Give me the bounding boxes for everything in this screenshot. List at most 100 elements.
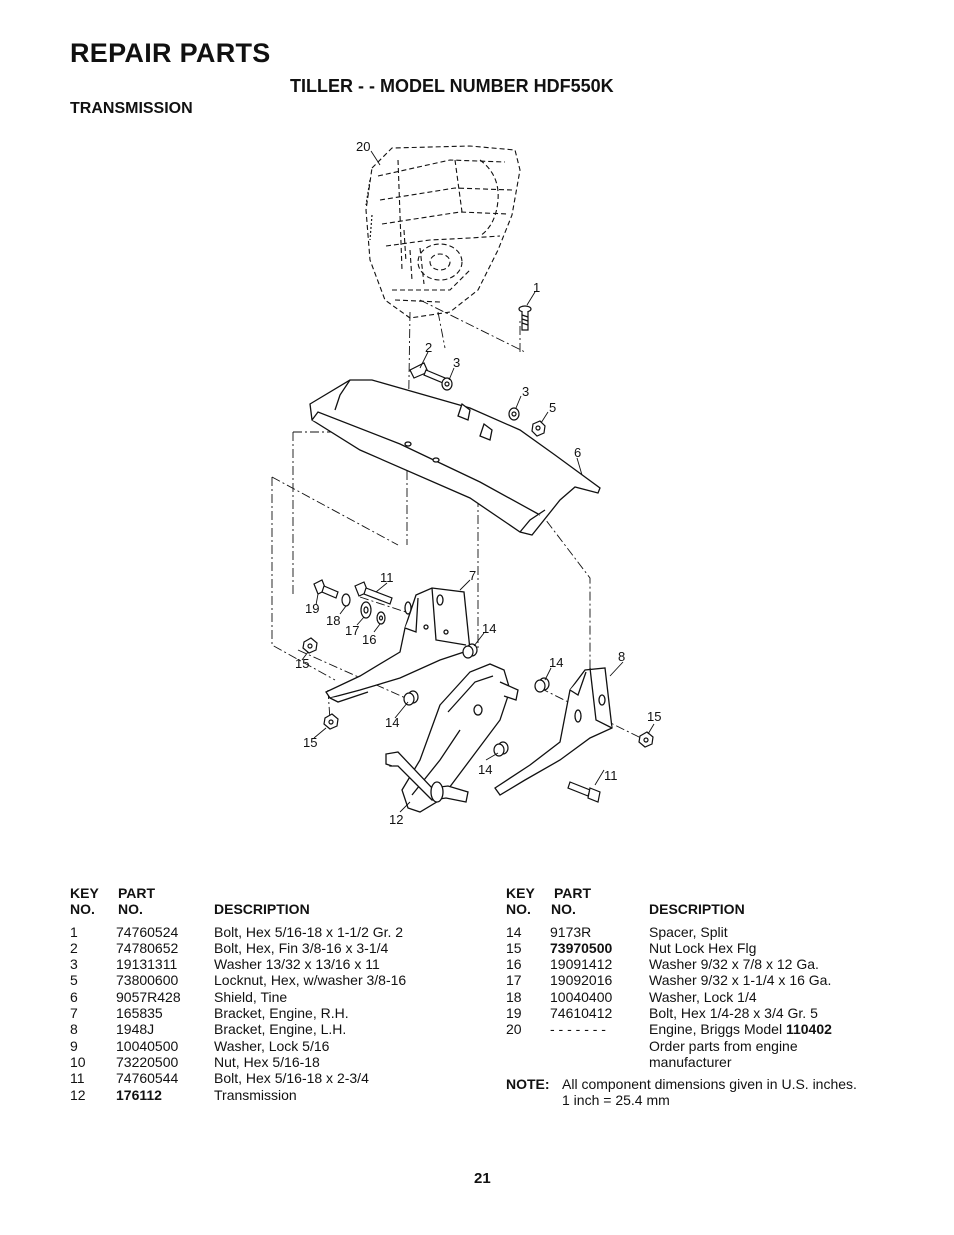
- callout-7: 7: [469, 568, 476, 583]
- bolt-11b: [567, 781, 601, 803]
- part-key: 10: [70, 1053, 86, 1070]
- header-part: PART: [554, 885, 592, 901]
- part-description: Shield, Tine: [214, 988, 288, 1005]
- bolt-19: [313, 579, 339, 599]
- part-description: Washer, Lock 1/4: [649, 988, 757, 1005]
- table-header-row-2: NO. NO. DESCRIPTION: [506, 901, 906, 917]
- callout-14b: 14: [549, 655, 563, 670]
- washer-3b: [508, 407, 520, 421]
- part-key: 17: [506, 972, 522, 989]
- part-key: 16: [506, 956, 522, 973]
- nut-15b: [323, 713, 339, 730]
- bolt-1: [518, 305, 532, 331]
- note-line-2: 1 inch = 25.4 mm: [562, 1092, 670, 1108]
- model-subtitle: TILLER - - MODEL NUMBER HDF550K: [290, 76, 614, 96]
- nut-15a: [302, 637, 318, 654]
- header-key: KEY: [506, 885, 535, 901]
- locknut-5: [531, 420, 546, 437]
- washer-16: [376, 611, 386, 625]
- callout-17: 17: [345, 623, 359, 638]
- part-description: Bracket, Engine, L.H.: [214, 1021, 347, 1038]
- table-row: Order parts from engine: [506, 1038, 906, 1054]
- callout-15c: 15: [303, 735, 317, 750]
- part-description: Washer 9/32 x 7/8 x 12 Ga.: [649, 956, 819, 973]
- part-description: Bolt, Hex 5/16-18 x 1-1/2 Gr. 2: [214, 923, 404, 940]
- callout-19: 19: [305, 601, 319, 616]
- callout-11b: 11: [604, 768, 618, 783]
- callout-1: 1: [533, 280, 540, 295]
- part-number: 10040500: [116, 1037, 179, 1054]
- washer-18: [341, 593, 351, 607]
- part-key: 14: [506, 923, 522, 940]
- table-header-row-2: NO. NO. DESCRIPTION: [70, 901, 470, 917]
- bolt-2: [409, 362, 446, 384]
- table-header-row-1: KEY PART: [70, 885, 470, 901]
- exploded-parts-diagram: 20 1 2 3 3 5 6 11 7 19 18 17 16 14 14 8 …: [271, 139, 661, 827]
- part-description: Transmission: [214, 1086, 297, 1103]
- header-key: KEY: [70, 885, 99, 901]
- bracket-engine-lh-8: [494, 667, 613, 796]
- section-heading: TRANSMISSION: [70, 100, 193, 117]
- callout-3b: 3: [522, 384, 529, 399]
- tine-shield-6: [309, 379, 601, 536]
- part-key: 6: [70, 988, 78, 1005]
- bolt-11a: [354, 581, 393, 605]
- part-number: 9173R: [550, 923, 592, 940]
- part-key: 1: [70, 923, 78, 940]
- part-description-wrap: Engine, Briggs Model 110402: [649, 1021, 832, 1037]
- part-key: 19: [506, 1005, 522, 1022]
- part-number: 74760544: [116, 1070, 179, 1087]
- header-part-no: NO.: [551, 901, 576, 918]
- part-description: Nut Lock Hex Flg: [649, 939, 757, 956]
- part-number: 73220500: [116, 1053, 179, 1070]
- part-description: Bolt, Hex, Fin 3/8-16 x 3-1/4: [214, 939, 389, 956]
- header-part: PART: [118, 885, 156, 901]
- part-description: Locknut, Hex, w/washer 3/8-16: [214, 972, 407, 989]
- part-number: 10040400: [550, 988, 613, 1005]
- header-description: DESCRIPTION: [214, 901, 310, 918]
- table-header-row-1: KEY PART: [506, 885, 906, 901]
- part-description: Engine, Briggs Model: [649, 1021, 786, 1038]
- parts-table-right: KEY PART NO. NO. DESCRIPTION 14 9173R Spac…: [506, 885, 906, 1070]
- bracket-engine-rh-7: [325, 587, 471, 703]
- note-line-1: All component dimensions given in U.S. i…: [562, 1076, 857, 1092]
- part-description: Bolt, Hex 1/4-28 x 3/4 Gr. 5: [649, 1005, 818, 1022]
- part-key: 12: [70, 1086, 86, 1103]
- part-description: Bolt, Hex 5/16-18 x 2-3/4: [214, 1070, 369, 1087]
- part-number: 73800600: [116, 972, 179, 989]
- callout-5: 5: [549, 400, 556, 415]
- part-description: Washer, Lock 5/16: [214, 1037, 330, 1054]
- callout-14c: 14: [385, 715, 399, 730]
- note-label: NOTE:: [506, 1076, 550, 1092]
- callout-16: 16: [362, 632, 376, 647]
- part-number: 74610412: [550, 1005, 613, 1022]
- callout-14a: 14: [482, 621, 496, 636]
- callout-pointers: [301, 150, 655, 813]
- part-number: 165835: [116, 1005, 163, 1022]
- part-description: Order parts from engine: [649, 1037, 798, 1054]
- spacer-14d: [493, 741, 509, 757]
- callout-8: 8: [618, 649, 625, 664]
- washer-3a: [441, 377, 453, 391]
- part-description: Washer 13/32 x 13/16 x 11: [214, 956, 380, 973]
- part-key: 7: [70, 1005, 78, 1022]
- callout-15a: 15: [295, 656, 309, 671]
- part-number: 176112: [116, 1086, 162, 1103]
- header-no: NO.: [506, 901, 531, 918]
- part-description: manufacturer: [649, 1053, 732, 1070]
- table-row: 14 9173R Spacer, Split: [506, 924, 906, 940]
- part-key: 5: [70, 972, 78, 989]
- part-description: Spacer, Split: [649, 923, 728, 940]
- part-description: Washer 9/32 x 1-1/4 x 16 Ga.: [649, 972, 832, 989]
- part-key: 11: [70, 1070, 85, 1087]
- callout-2: 2: [425, 340, 432, 355]
- page-title: REPAIR PARTS: [70, 38, 271, 68]
- transmission-12: [385, 663, 519, 813]
